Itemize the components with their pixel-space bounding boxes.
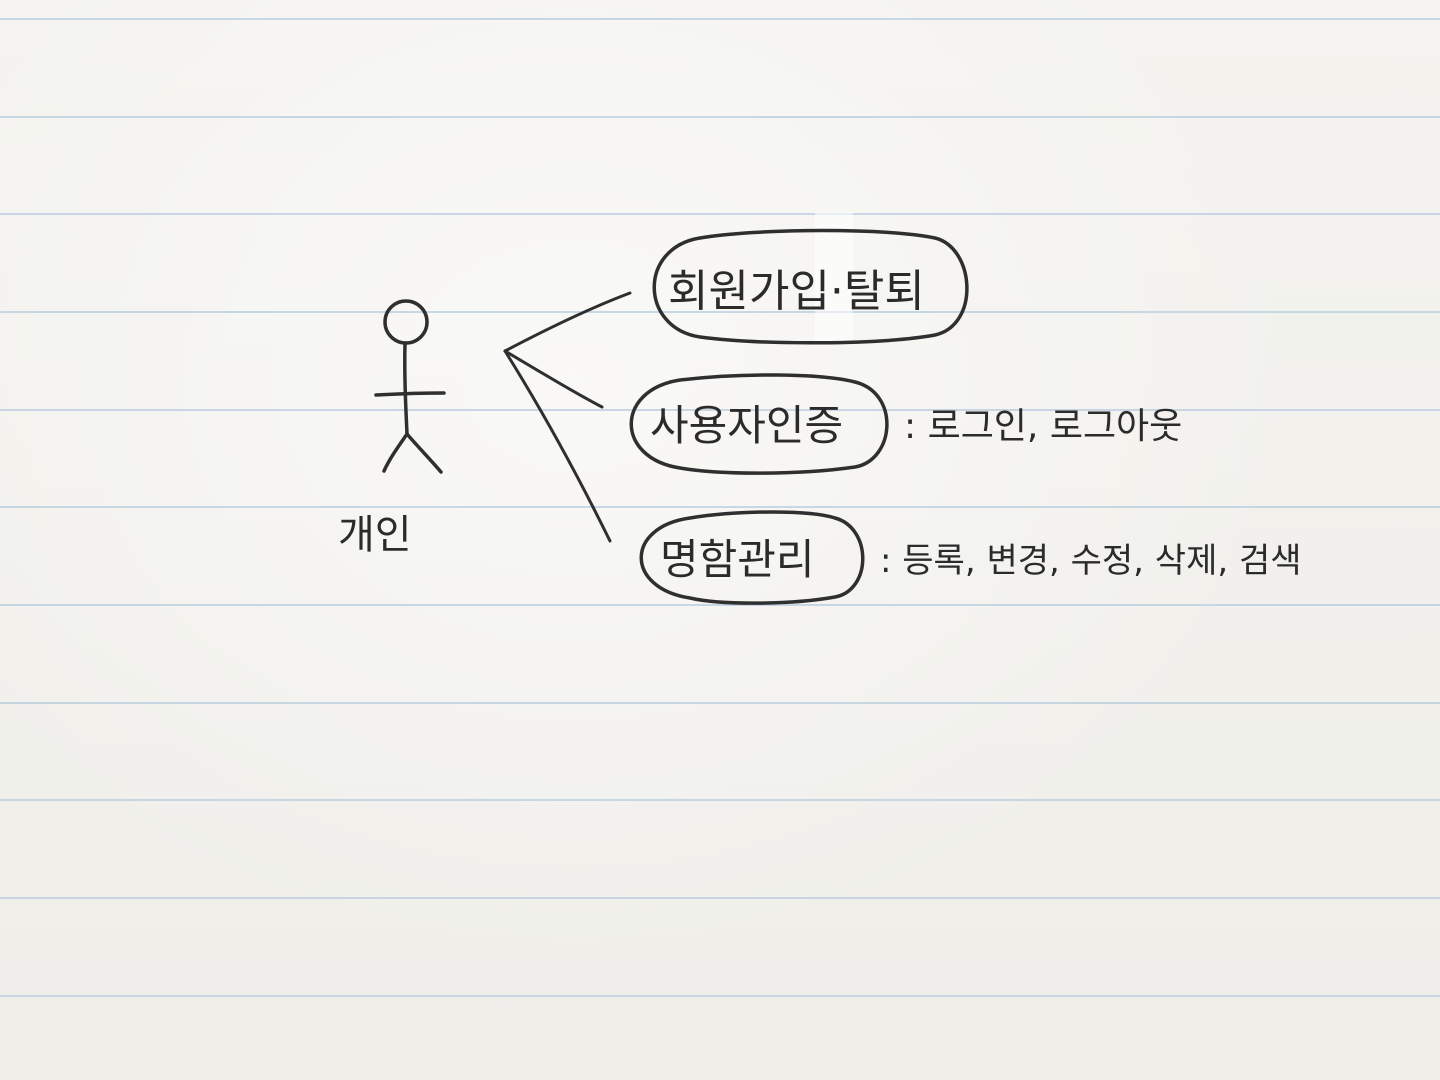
use-case-auth: 사용자인증 : 로그인, 로그아웃	[629, 373, 1182, 475]
association-line-1	[503, 291, 632, 353]
rule-line	[0, 799, 1440, 801]
actor-arms	[374, 391, 446, 397]
actor-figure	[374, 299, 446, 474]
rule-line	[0, 311, 1440, 313]
rule-line	[0, 604, 1440, 606]
rule-line	[0, 18, 1440, 20]
actor-right-leg	[405, 432, 443, 474]
use-case-ellipse	[629, 373, 889, 475]
actor-left-leg	[382, 432, 409, 473]
rule-line	[0, 409, 1440, 411]
association-lines	[503, 291, 632, 543]
rule-line	[0, 897, 1440, 899]
use-case-detail: : 등록, 변경, 수정, 삭제, 검색	[880, 541, 1302, 581]
actor-head	[383, 299, 429, 345]
association-line-3	[503, 349, 612, 543]
use-case-card-management: 명함관리 : 등록, 변경, 수정, 삭제, 검색	[639, 510, 1302, 605]
use-case-ellipse	[652, 228, 969, 345]
association-line-2	[503, 349, 604, 409]
rule-line	[0, 995, 1440, 997]
use-case-label: 회원가입·탈퇴	[668, 266, 925, 317]
rule-line	[0, 213, 1440, 215]
use-case-label: 명함관리	[660, 535, 815, 584]
rule-line	[0, 116, 1440, 118]
use-case-ellipse	[639, 510, 865, 605]
correction-tape	[815, 212, 853, 342]
use-case-detail: : 로그인, 로그아웃	[904, 406, 1182, 447]
rule-line	[0, 702, 1440, 704]
actor-label: 개인	[338, 512, 412, 558]
use-case-membership: 회원가입·탈퇴	[652, 228, 969, 345]
use-case-label: 사용자인증	[650, 401, 843, 450]
rule-line	[0, 506, 1440, 508]
actor-body	[402, 342, 409, 436]
